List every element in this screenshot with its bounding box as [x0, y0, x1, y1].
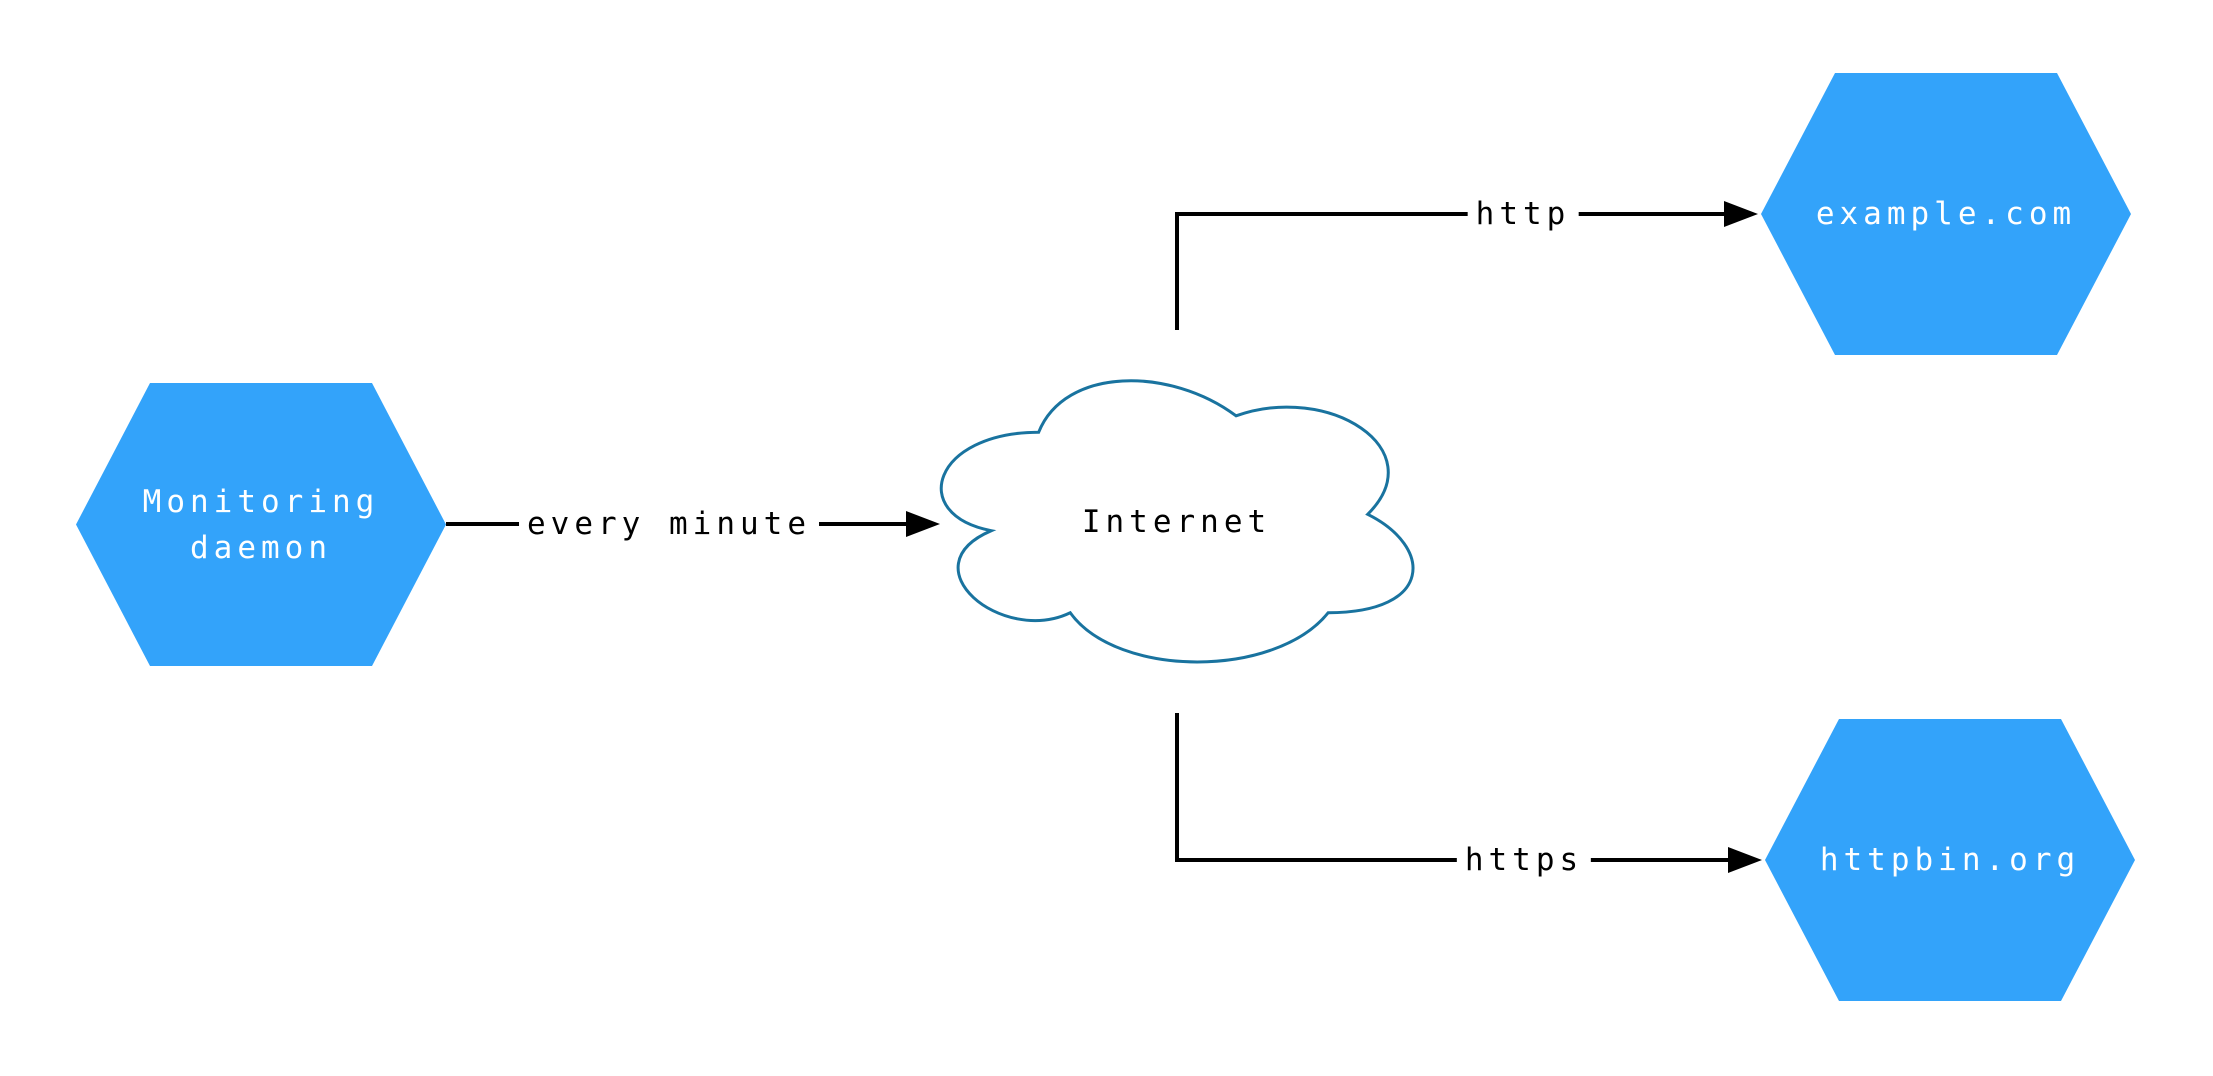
node-monitoring-daemon-label: Monitoring daemon	[143, 479, 380, 571]
node-example-com: example.com	[1761, 73, 2131, 355]
node-label-line: Monitoring	[142, 483, 380, 520]
edge-http-line	[1175, 212, 1726, 330]
edge-label-every-minute: every minute	[519, 506, 819, 542]
edge-https-arrowhead-icon	[1728, 847, 1762, 873]
node-internet-label: Internet	[1081, 503, 1272, 540]
cloud-outline	[941, 381, 1413, 662]
node-httpbin-org-label: httpbin.org	[1819, 842, 2081, 878]
cloud-icon	[941, 381, 1412, 662]
edge-https-line	[1175, 713, 1730, 862]
edge-http-arrowhead-icon	[1724, 201, 1758, 227]
node-internet: Internet	[941, 381, 1412, 662]
edge-label-http: http	[1467, 196, 1579, 232]
node-example-com-label: example.com	[1815, 196, 2077, 232]
node-label-line: daemon	[190, 529, 332, 566]
edge-label-https: https	[1456, 842, 1592, 878]
edge-every-minute-arrowhead-icon	[906, 511, 940, 537]
node-httpbin-org: httpbin.org	[1765, 719, 2135, 1001]
node-monitoring-daemon: Monitoring daemon	[76, 383, 446, 666]
